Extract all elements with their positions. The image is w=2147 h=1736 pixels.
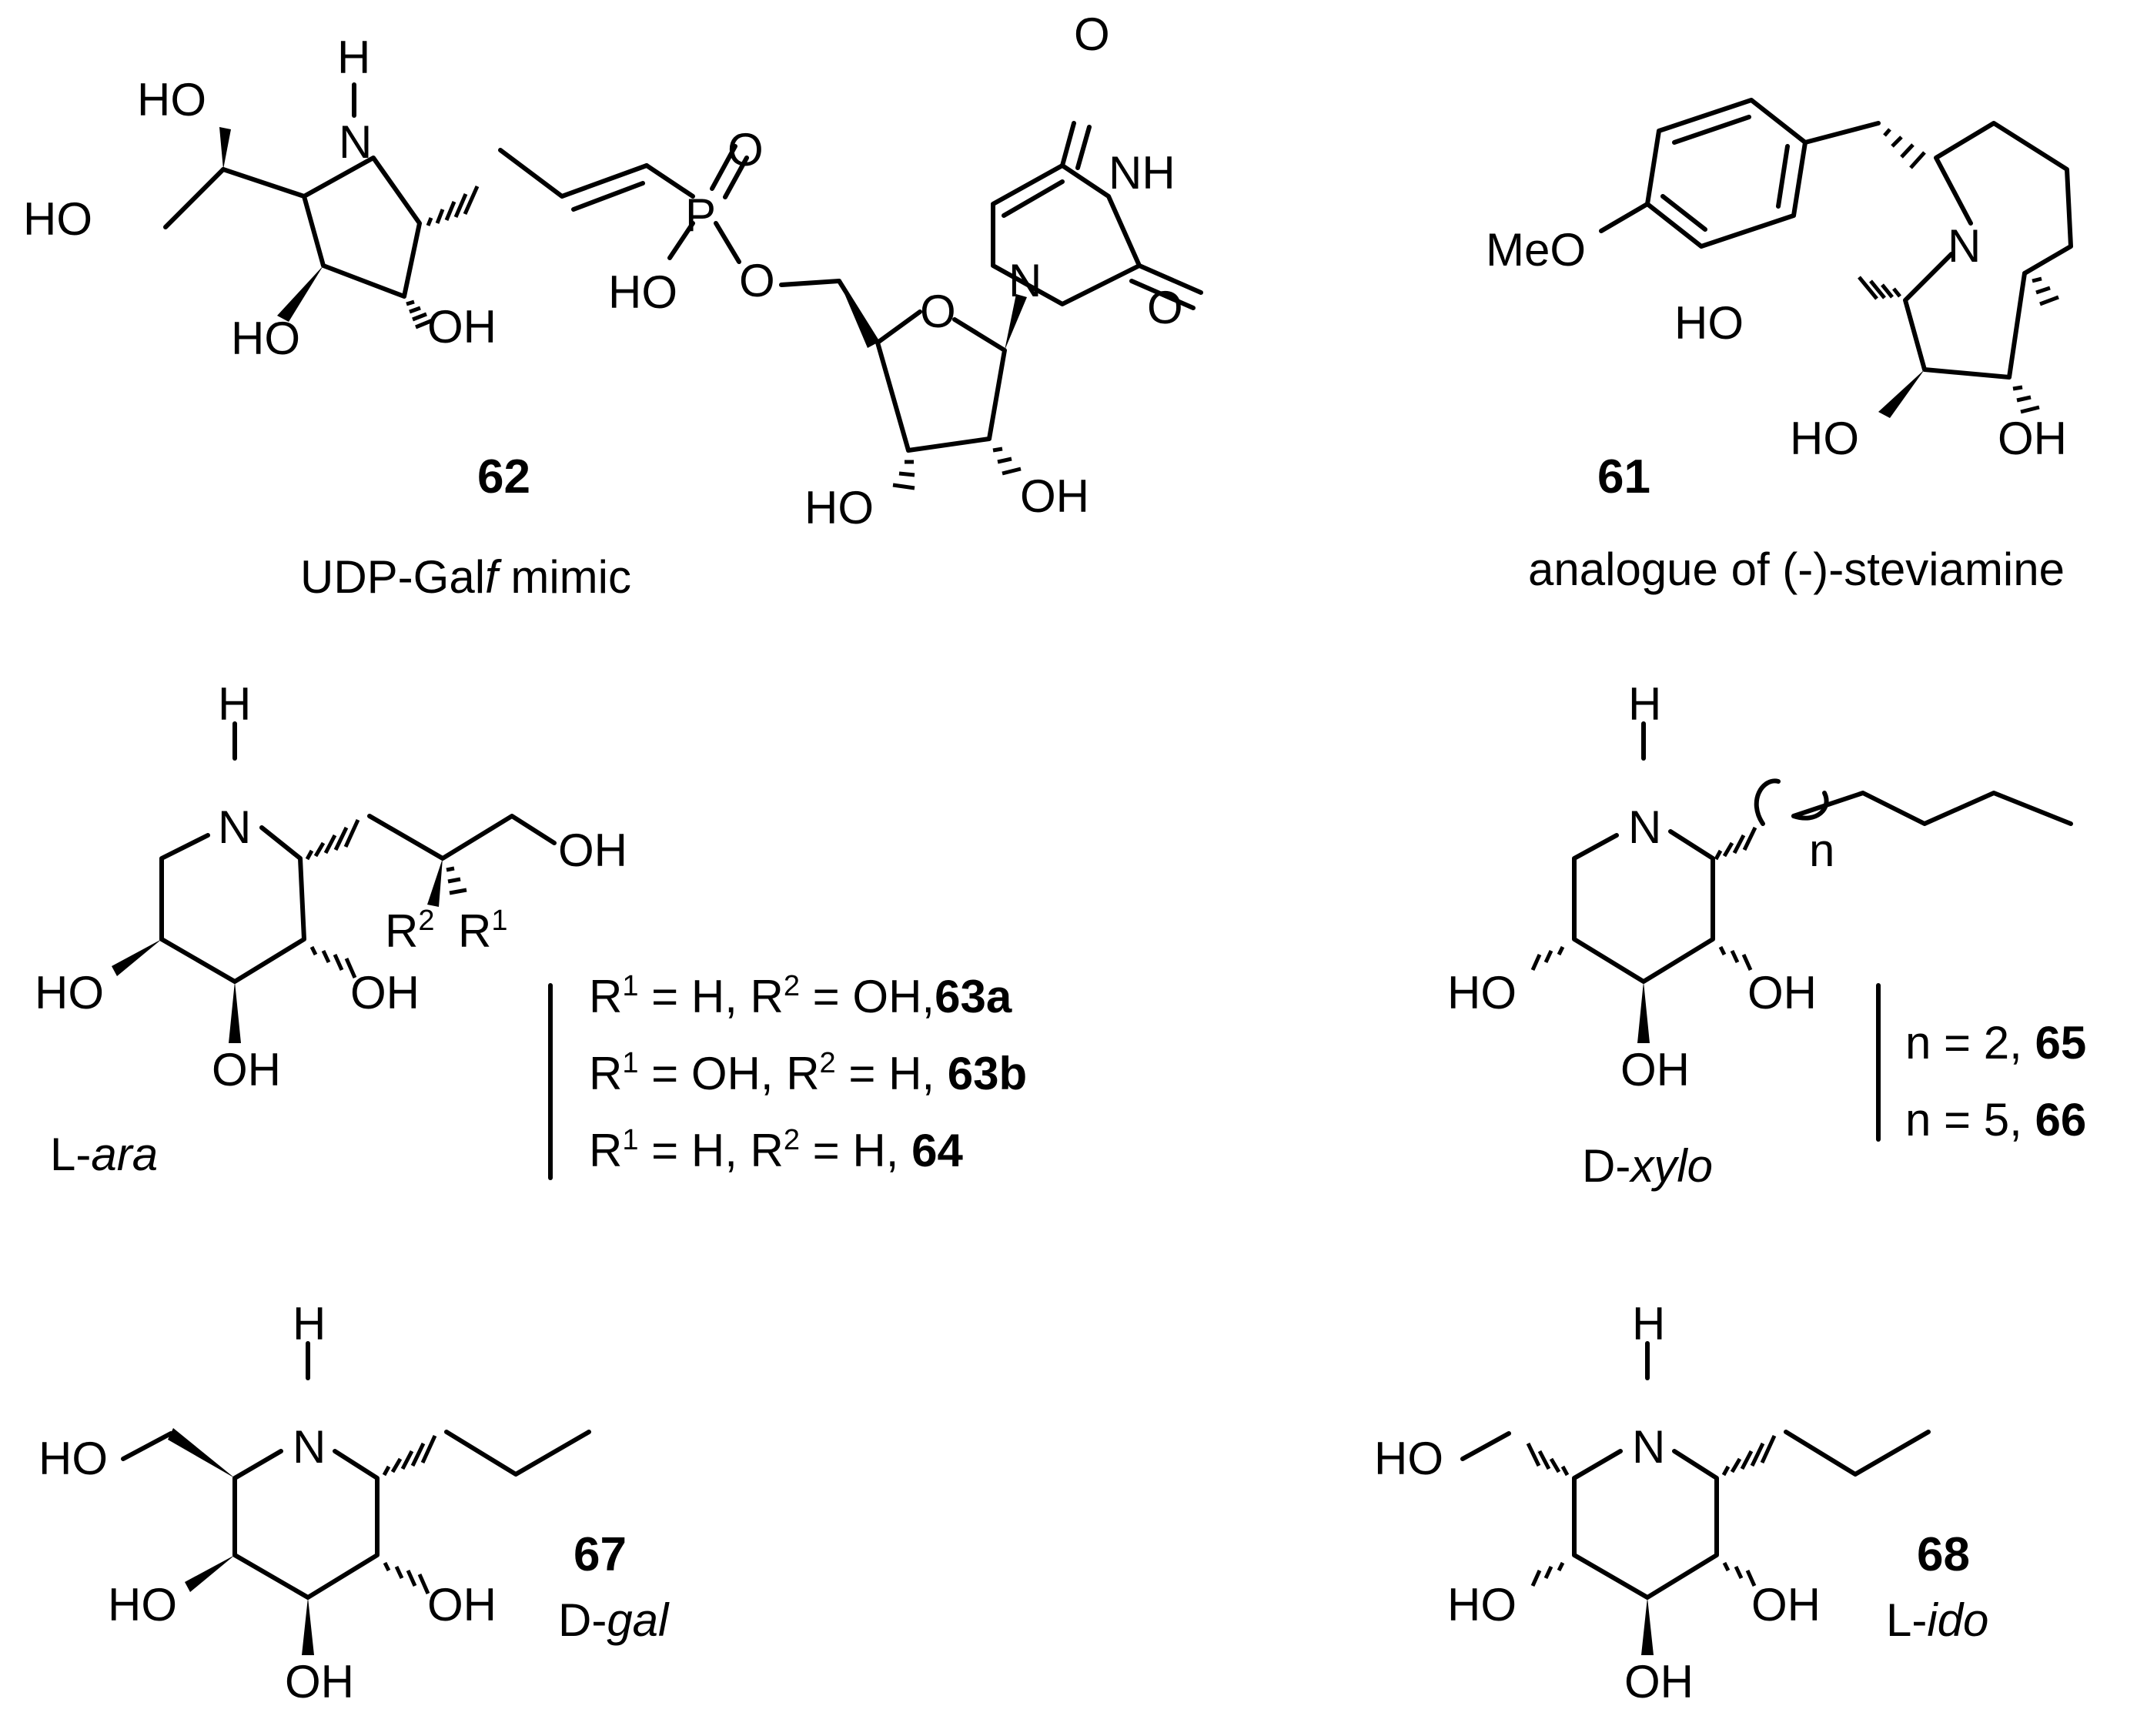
compound-67-config: D-gal — [558, 1594, 670, 1646]
atom-ho-61a: HO — [1674, 297, 1744, 349]
atom-n-68: N — [1632, 1421, 1665, 1473]
atom-ho-67a: HO — [38, 1433, 108, 1484]
loop-n-label-65: n — [1809, 825, 1834, 876]
atom-h-68: H — [1632, 1298, 1665, 1350]
atom-o-62a: O — [727, 124, 764, 176]
atom-n-67: N — [293, 1421, 326, 1473]
atom-ho-62d: HO — [608, 266, 677, 318]
atom-h-67: H — [293, 1298, 326, 1350]
atom-meo-61: MeO — [1486, 224, 1586, 276]
compound-61-number: 61 — [1597, 450, 1650, 503]
compound-62-number: 62 — [477, 450, 530, 503]
compound-61-caption: analogue of (-)-steviamine — [1528, 544, 2065, 595]
compound-67-structure — [121, 1341, 591, 1655]
atom-h-63: H — [218, 678, 251, 730]
compound-62-structure — [163, 82, 1203, 490]
atom-ho-68b: HO — [1447, 1579, 1517, 1631]
compound-62-caption: UDP-Galf mimic — [300, 551, 631, 603]
atom-oh-67a: OH — [427, 1579, 497, 1631]
atom-r2-63: R2 — [385, 905, 434, 957]
compound-67-number: 67 — [574, 1528, 627, 1581]
atom-ho-62a: HO — [137, 74, 206, 125]
atom-p-62: P — [685, 189, 716, 241]
substituent-row-66: n = 5, 66 — [1905, 1094, 2086, 1146]
substituent-row-65: n = 2, 65 — [1905, 1017, 2086, 1069]
compound-63-config: L-ara — [50, 1129, 158, 1180]
atom-ho-68a: HO — [1374, 1433, 1443, 1484]
atom-ho-63: HO — [35, 967, 104, 1019]
compound-65-structure — [1530, 721, 2073, 1142]
atom-ho-65: HO — [1447, 967, 1517, 1019]
atom-o-62b: O — [739, 255, 775, 306]
compound-63-structure — [112, 721, 557, 1180]
atom-oh-62a: OH — [427, 301, 497, 353]
atom-oh-67b: OH — [285, 1656, 354, 1708]
substituent-row-63a: R1 = H, R2 = OH,63a — [589, 970, 1012, 1022]
atom-nh-62: NH — [1109, 147, 1175, 199]
atom-o-62c: O — [920, 286, 956, 337]
atom-ho-62c: HO — [231, 313, 300, 364]
compound-68-structure — [1460, 1341, 1931, 1655]
compound-68-number: 68 — [1917, 1528, 1970, 1581]
atom-oh-62b: OH — [1020, 470, 1089, 522]
atom-n-61: N — [1948, 220, 1981, 272]
compound-65-config: D-xylo — [1582, 1140, 1713, 1192]
atom-ho-62b: HO — [23, 193, 92, 245]
atom-oh-65b: OH — [1620, 1044, 1690, 1095]
atom-oh-63a: OH — [558, 825, 627, 876]
atom-oh-65a: OH — [1747, 967, 1817, 1019]
compound-61-structure — [1599, 98, 2073, 418]
atom-ho-62e: HO — [804, 482, 874, 534]
atom-n-62: N — [339, 116, 372, 168]
compound-68-config: L-ido — [1886, 1594, 1988, 1646]
atom-h-65: H — [1628, 678, 1661, 730]
atom-oh-68a: OH — [1751, 1579, 1821, 1631]
atom-n-62b: N — [1008, 255, 1042, 306]
atom-oh-61: OH — [1998, 413, 2067, 464]
atom-ho-61b: HO — [1790, 413, 1859, 464]
atom-r1-63: R1 — [458, 905, 507, 957]
atom-oh-63c: OH — [212, 1044, 281, 1095]
atom-h-62: H — [337, 32, 370, 83]
atom-o-62d: O — [1074, 8, 1110, 60]
atom-o-62e: O — [1147, 282, 1183, 333]
substituent-row-63b: R1 = OH, R2 = H, 63b — [589, 1047, 1027, 1099]
atom-n-65: N — [1628, 801, 1661, 853]
atom-oh-63b: OH — [350, 967, 420, 1019]
atom-oh-68b: OH — [1624, 1656, 1694, 1708]
atom-ho-67b: HO — [108, 1579, 177, 1631]
substituent-row-64: R1 = H, R2 = H, 64 — [589, 1124, 963, 1176]
atom-n-63: N — [218, 801, 251, 853]
